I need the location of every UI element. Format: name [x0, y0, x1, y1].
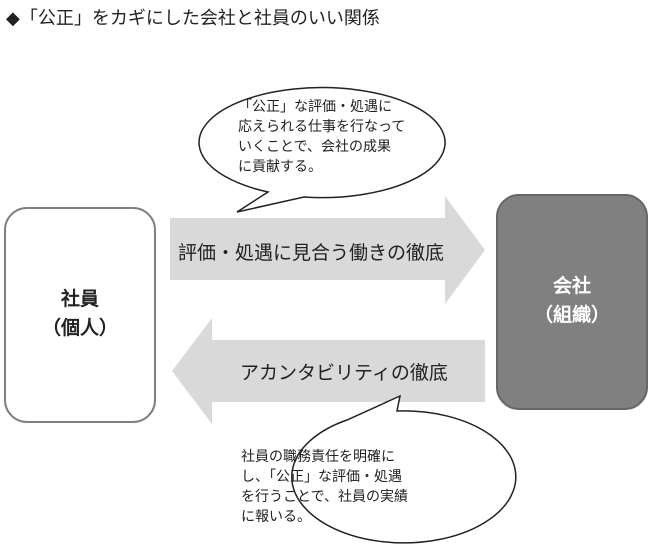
- employee-box: [4, 207, 156, 423]
- bubble-top-line: 応えられる仕事を行なって: [238, 119, 406, 135]
- bubble-bottom-line: を行うことで、社員の実績: [241, 489, 409, 505]
- bubble-top-line: いくことで、会社の成果: [238, 139, 392, 155]
- company-label-line1: 会社: [552, 275, 591, 297]
- bubble-bottom-line: に報いる。: [241, 509, 311, 525]
- arrow-right-shape: [170, 196, 485, 304]
- bubble-bottom-line: 社員の職務責任を明確に: [241, 449, 395, 465]
- bubble-bottom-shape: [291, 394, 517, 544]
- company-box: [496, 194, 648, 410]
- bubble-bottom-line: し、「公正」な評価・処遇: [241, 469, 402, 485]
- bubble-bottom-text: 社員の職務責任を明確に し、「公正」な評価・処遇 を行うことで、社員の実績 に報…: [241, 447, 408, 527]
- bubble-top-shape: [198, 86, 446, 213]
- bubble-top-line: に貢献する。: [238, 159, 322, 175]
- arrow-left-label: アカンタビリティの徹底: [240, 362, 448, 384]
- employee-label-line2: （個人）: [41, 317, 118, 339]
- bubble-top-text: 「公正」な評価・処遇に 応えられる仕事を行なって いくことで、会社の成果 に貢献…: [238, 97, 405, 177]
- employee-label: 社員 （個人）: [5, 285, 155, 343]
- company-label: 会社 （組織）: [497, 272, 647, 330]
- diagram-title: ◆「公正」をカギにした会社と社員のいい関係: [6, 8, 380, 29]
- company-label-line2: （組織）: [533, 304, 610, 326]
- bubble-top-line: 「公正」な評価・処遇に: [238, 99, 392, 115]
- arrow-left-shape: [172, 318, 485, 424]
- arrow-right-label: 評価・処遇に見合う働きの徹底: [178, 242, 445, 264]
- employee-label-line1: 社員: [60, 288, 99, 310]
